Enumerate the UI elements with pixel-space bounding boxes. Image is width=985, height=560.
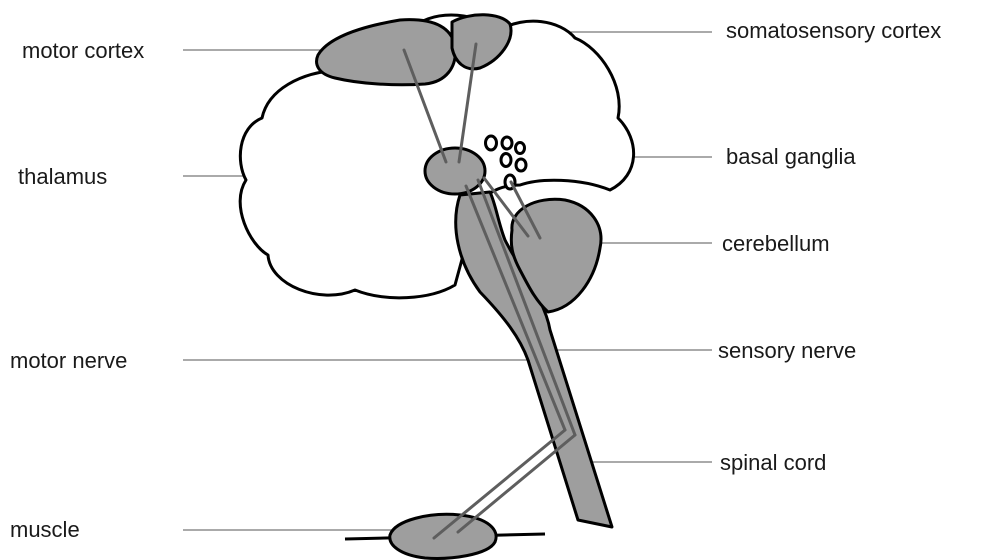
thalamus-shape (425, 148, 485, 194)
motor-nerve-path (434, 430, 565, 538)
muscle-shape (390, 514, 496, 558)
ganglion-5 (516, 159, 526, 171)
label-spinal-cord: spinal cord (720, 452, 826, 474)
label-motor-cortex: motor cortex (22, 40, 144, 62)
ganglion-4 (501, 154, 511, 167)
label-sensory-nerve: sensory nerve (718, 340, 856, 362)
sensory-nerve-path (458, 435, 575, 532)
label-cerebellum: cerebellum (722, 233, 830, 255)
ganglion-1 (486, 136, 497, 150)
label-basal-ganglia: basal ganglia (726, 146, 856, 168)
label-somatosensory-cortex: somatosensory cortex (726, 20, 941, 42)
ganglion-2 (502, 137, 512, 149)
label-motor-nerve: motor nerve (10, 350, 127, 372)
motor-cortex-shape (317, 20, 456, 85)
ganglion-3 (516, 143, 525, 154)
label-muscle: muscle (10, 519, 80, 541)
label-thalamus: thalamus (18, 166, 107, 188)
